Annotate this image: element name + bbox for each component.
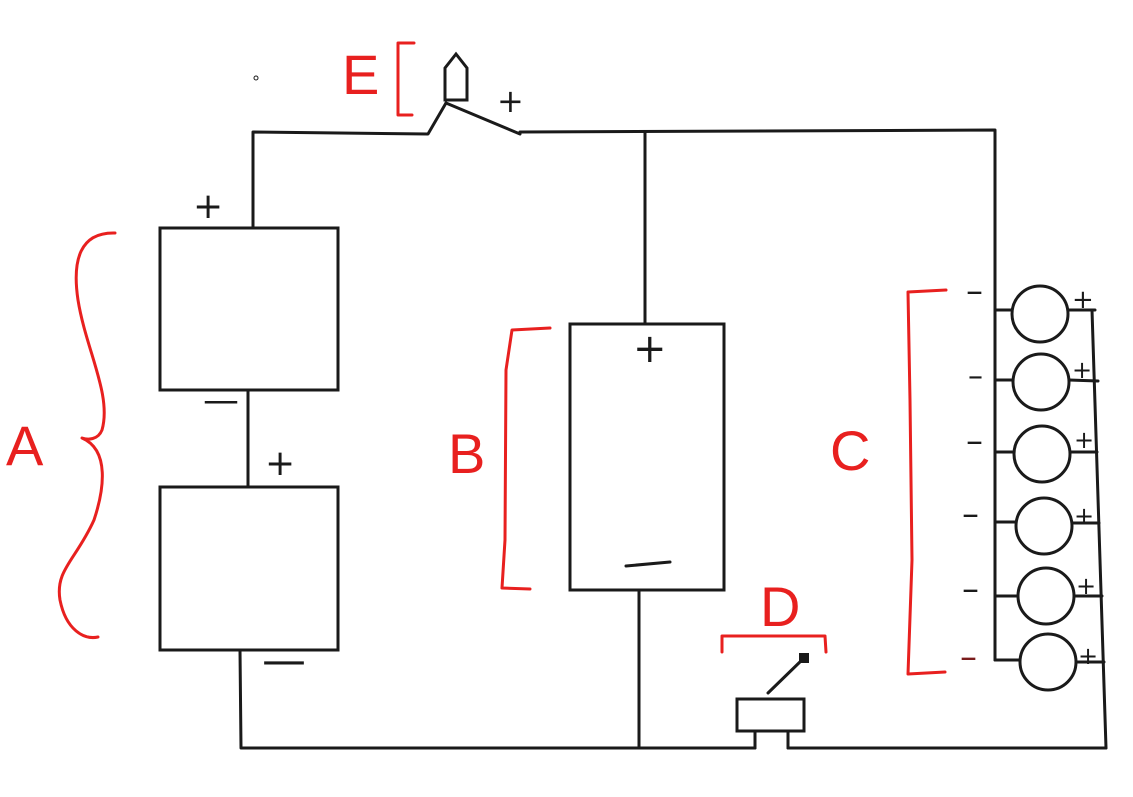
bulb-3-globe xyxy=(1012,424,1072,484)
a1-minus-sign: — xyxy=(203,380,239,421)
bulb-5-globe xyxy=(1016,566,1076,626)
a1-plus-sign: + xyxy=(193,186,223,227)
bottom-left-wire xyxy=(238,648,757,750)
battery-a2 xyxy=(158,485,340,652)
e-plus-sign: + xyxy=(497,82,524,120)
b-plus-sign: + xyxy=(633,326,667,372)
c6-minus-sign: – xyxy=(960,637,977,677)
c3-plus-sign: + xyxy=(1074,426,1094,454)
c3-minus-sign: – xyxy=(966,421,983,461)
switch-d-lever xyxy=(766,656,806,695)
bracket-a xyxy=(57,231,117,640)
label-d: D xyxy=(760,575,800,638)
a2-plus-sign: + xyxy=(265,443,295,484)
label-c: C xyxy=(830,419,870,482)
bracket-d xyxy=(720,634,828,654)
battery-b xyxy=(568,322,726,592)
bulb-3 xyxy=(993,424,1099,484)
bracket-e xyxy=(396,41,416,117)
bulb-4 xyxy=(993,496,1101,556)
bulb-2-globe xyxy=(1011,352,1071,412)
lamp-e-icon xyxy=(443,51,469,102)
bulb-1 xyxy=(993,284,1097,344)
switch-d-body xyxy=(735,697,806,733)
switch-blade xyxy=(444,101,522,136)
c2-plus-sign: + xyxy=(1072,356,1092,384)
bulb-4-globe xyxy=(1014,496,1074,556)
c4-minus-sign: – xyxy=(962,494,979,534)
battery-a1 xyxy=(158,226,340,392)
c5-plus-sign: + xyxy=(1076,572,1096,600)
stray-dot xyxy=(253,75,259,81)
switch-d-knob xyxy=(799,653,809,663)
bracket-b xyxy=(500,326,552,591)
wires xyxy=(238,101,1108,750)
label-b: B xyxy=(448,422,485,485)
c6-plus-sign: + xyxy=(1078,642,1098,670)
bulb-6 xyxy=(993,632,1106,692)
top-left-wire xyxy=(251,101,448,230)
c2-minus-sign: – xyxy=(968,359,983,394)
c-right-rail-wire xyxy=(1090,308,1108,750)
c1-plus-sign: + xyxy=(1072,285,1094,315)
group-e: + E xyxy=(253,41,524,120)
top-right-wire xyxy=(518,128,997,292)
bulb-5 xyxy=(993,566,1104,626)
bulb-2 xyxy=(993,352,1100,412)
bulb-6-globe xyxy=(1018,632,1078,692)
label-a: A xyxy=(6,414,44,477)
bulb-2-right-lead xyxy=(1067,378,1100,383)
label-e: E xyxy=(342,43,379,106)
bulb-1-globe xyxy=(1010,284,1070,344)
bracket-c xyxy=(906,288,948,676)
c4-plus-sign: + xyxy=(1074,502,1094,530)
group-c: – + – + – + – + – + – + C xyxy=(830,271,1106,692)
group-b: + B xyxy=(448,322,726,592)
a2-minus-sign: — xyxy=(262,635,306,686)
c1-minus-sign: – xyxy=(966,271,983,311)
group-d: D xyxy=(720,575,828,750)
group-a: + — + — A xyxy=(6,186,340,686)
b-minus-sign xyxy=(624,560,672,568)
c5-minus-sign: – xyxy=(962,569,979,609)
